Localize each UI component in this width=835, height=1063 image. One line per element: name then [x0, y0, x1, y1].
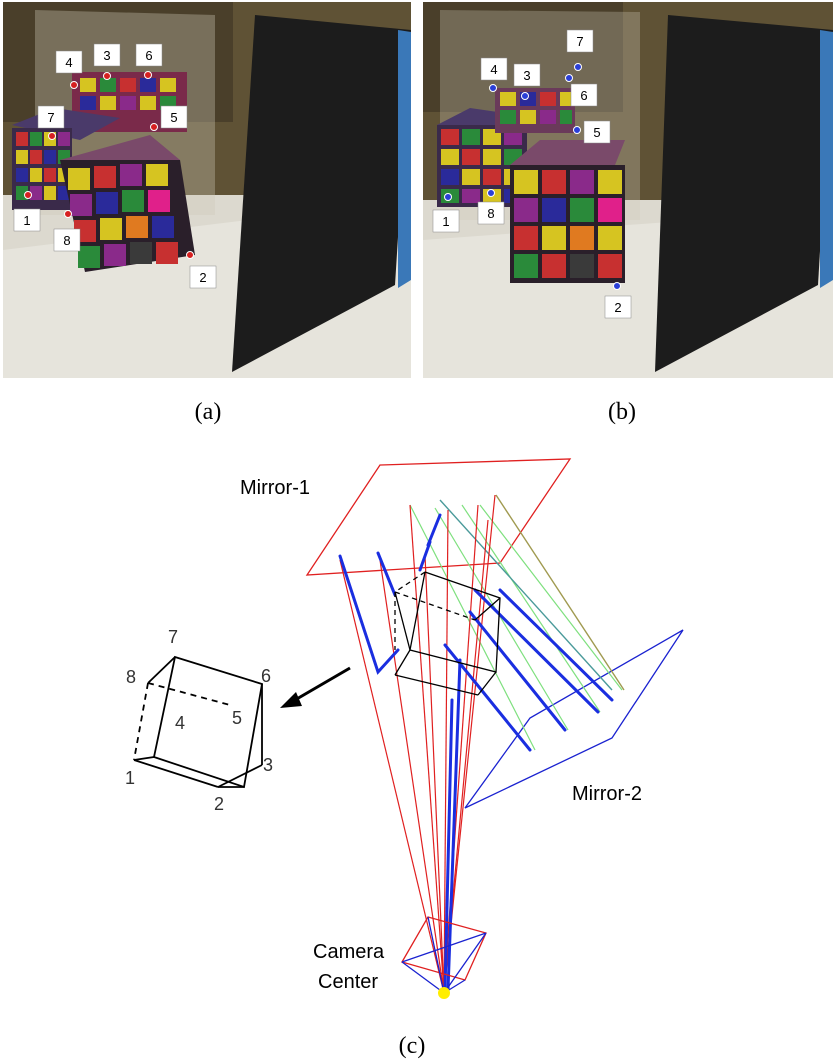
photo-a-point-5: 5 — [150, 105, 188, 131]
photo-a-black-mirror — [232, 15, 411, 372]
labeled-cube — [133, 655, 264, 789]
green-rays — [409, 504, 623, 751]
photo-a-point-6: 6 — [135, 43, 163, 79]
photo-a-label-3: 3 — [103, 48, 110, 63]
photo-b-label-8: 8 — [487, 206, 494, 221]
cube-corner-8: 8 — [126, 667, 136, 687]
cube-corner-3: 3 — [263, 755, 273, 775]
photo-b-point-2: 2 — [604, 282, 632, 319]
photo-a-point-3: 3 — [93, 43, 121, 80]
arrow-to-cube — [280, 666, 351, 708]
scene-cube — [394, 571, 501, 696]
caption-b: (b) — [608, 399, 636, 425]
caption-a: (a) — [195, 399, 222, 425]
teal-ray — [439, 499, 613, 691]
photo-a-label-1: 1 — [23, 213, 30, 228]
cube-corner-5: 5 — [232, 708, 242, 728]
mirror-2-label: Mirror-2 — [572, 783, 642, 805]
photo-b: 1 2 3 4 5 6 7 — [423, 2, 833, 378]
photo-b-point-4: 4 — [480, 57, 508, 92]
photo-b-mirror-edge — [820, 30, 833, 288]
photo-b-label-7: 7 — [576, 34, 583, 49]
photo-b-black-mirror — [655, 15, 833, 372]
photo-b-point-3: 3 — [513, 63, 541, 100]
photo-a-point-8: 8 — [53, 210, 81, 252]
photo-a-label-8: 8 — [63, 233, 70, 248]
caption-c: (c) — [399, 1033, 426, 1059]
photo-a-point-2: 2 — [186, 251, 217, 289]
photo-b-point-7: 7 — [566, 29, 594, 71]
camera-label-line2: Center — [318, 971, 378, 993]
photo-a-label-6: 6 — [145, 48, 152, 63]
photo-a-point-7: 7 — [37, 105, 65, 140]
mirror-1-label: Mirror-1 — [240, 477, 310, 499]
cube-corner-2: 2 — [214, 794, 224, 814]
photo-b-label-6: 6 — [580, 88, 587, 103]
photo-a: 1 2 3 4 5 6 7 — [3, 2, 411, 378]
photo-b-cube-main — [510, 140, 625, 283]
cube-corner-6: 6 — [261, 666, 271, 686]
photo-a-label-2: 2 — [199, 270, 206, 285]
photo-b-cube-back — [495, 88, 575, 133]
photo-a-mirror-edge — [398, 30, 411, 288]
photo-b-point-6: 6 — [565, 74, 598, 107]
camera-frustum — [401, 916, 487, 994]
mirror-2-plane — [464, 629, 684, 809]
photo-b-label-3: 3 — [523, 68, 530, 83]
photo-b-point-5: 5 — [573, 120, 611, 144]
photo-a-cube-main — [60, 135, 195, 272]
photo-a-point-1: 1 — [13, 191, 41, 232]
diagram: Mirror-1 Mirror-2 — [125, 458, 684, 999]
blue-rays — [338, 513, 614, 992]
photo-b-label-2: 2 — [614, 300, 621, 315]
labeled-cube-corners: 1 2 3 4 5 6 7 8 — [125, 627, 273, 814]
photo-b-label-5: 5 — [593, 125, 600, 140]
photo-a-label-5: 5 — [170, 110, 177, 125]
camera-center-dot — [438, 987, 450, 999]
photo-a-point-4: 4 — [55, 50, 83, 89]
photo-b-point-1: 1 — [432, 193, 460, 233]
camera-label-line1: Camera — [313, 941, 385, 963]
photo-b-label-4: 4 — [490, 62, 497, 77]
photo-a-label-4: 4 — [65, 55, 72, 70]
cube-corner-1: 1 — [125, 768, 135, 788]
olive-ray — [495, 494, 625, 691]
cube-corner-4: 4 — [175, 713, 185, 733]
photo-b-label-1: 1 — [442, 214, 449, 229]
photo-a-label-7: 7 — [47, 110, 54, 125]
cube-corner-7: 7 — [168, 627, 178, 647]
photo-b-point-8: 8 — [477, 189, 505, 225]
